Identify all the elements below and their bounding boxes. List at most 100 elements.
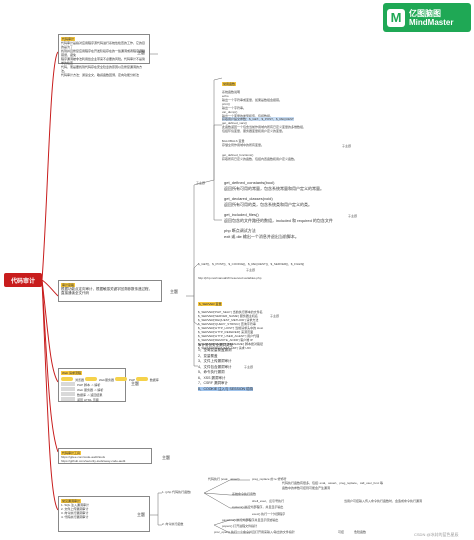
- vuln-list-item: 1、全局变量覆盖漏洞: [198, 348, 232, 352]
- topic-tools-label: 主题: [162, 455, 170, 460]
- root-node[interactable]: 代码审计: [4, 273, 42, 287]
- vuln-list-item: 3、文件上传漏洞审计: [198, 359, 232, 363]
- topic-thinking-line: 根据功能点定向审计，根据敏感关键字回溯参数传递过程，: [61, 287, 152, 291]
- functions-desc-line: 获取用户提交参数：$_GET、$_POST、$_REQUEST: [222, 117, 294, 121]
- bottom-row-sub: shell_exec、反引号执行: [252, 499, 285, 503]
- topic-thinking-line: 直接通读全文代码: [61, 291, 89, 295]
- topic-tools-link[interactable]: https://github.com/security-tools/seay-c…: [61, 459, 126, 463]
- topic-intro-line: 代码审计是指对应用程序源代码进行系统性检查的工作，它的目的是为了: [61, 41, 146, 49]
- bottom-note: 当用户可控输入传入命令执行函数时，会造成命令执行漏洞: [344, 499, 423, 503]
- functions-branch-label: 子主题: [196, 181, 206, 185]
- bottom-row: passthru() 执行外部程序并且显示原始输出: [222, 518, 279, 522]
- server-var: $_SERVER['HTTP_REFERER'] 来源页面: [198, 330, 254, 334]
- functions-big[interactable]: get_defined_constants(bool) 返回所有可用的常量，包含…: [224, 180, 354, 240]
- server-var: $_SERVER['REQUEST_METHOD'] 请求方法: [198, 318, 259, 322]
- functions-desc-line: $GLOBALS 变量: [222, 139, 245, 143]
- functions-desc-line: get_defined_functions(): [222, 153, 254, 157]
- line-root-intro: [41, 51, 59, 281]
- functions-big-label: 子主题: [348, 214, 358, 218]
- brand-name-en: MindMaster: [409, 17, 454, 27]
- bottom-row-sub: 可控: [338, 530, 345, 534]
- topic-intro-label: 主题: [137, 50, 145, 55]
- server-var: $_SERVER['HTTP_HOST'] 当前请求头中的 Host: [198, 326, 264, 330]
- topic-tools[interactable]: 代码审计工具 https://gitee.com/code-audit/tool…: [58, 448, 152, 464]
- list-superglobals-line: $_GET[]、$_POST[]、$_COOKIE[]、$_REQUEST[]、…: [198, 262, 305, 266]
- bottom-row: proc_open() 执行一个命令并且打开用来输入/输出的文件指针: [214, 530, 295, 534]
- list-superglobals-label: 子主题: [246, 268, 256, 272]
- functions-common-item: echo: [222, 94, 229, 98]
- topic-flow-row: 返回 HTML 页面: [61, 397, 123, 402]
- line-root-tools: [41, 279, 59, 453]
- topic-flow-label: 主题: [131, 381, 139, 386]
- flow-step: 浏览器: [75, 378, 85, 382]
- topic-flow-row: 数据库 -> 返回结果: [61, 392, 123, 397]
- functions-desc-line: 存储全局作用域中的所有变量。: [222, 143, 265, 147]
- topic-flow-row: PHP 脚本 -> 解析: [61, 382, 123, 387]
- list-doc-link-text[interactable]: http://php.net/manual/zh/reserved.variab…: [198, 276, 262, 280]
- functions-common[interactable]: 常用函数 系统函数说明 echo 输出一个字符串或变量，如果是数组会报错。 pr…: [222, 72, 342, 118]
- topic-tools-header: 代码审计工具: [61, 451, 82, 455]
- list-superglobals[interactable]: $_GET[]、$_POST[]、$_COOKIE[]、$_REQUEST[]、…: [198, 262, 305, 266]
- vuln-list-item: 2、变量覆盖: [198, 353, 218, 358]
- bottom-row: popen() 打开进程文件指针: [222, 524, 258, 528]
- server-var: $_SERVER['SCRIPT_FILENAME'] 脚本绝对路径: [198, 342, 263, 346]
- topic-intro-line: 找到并且修复应用程序在开发阶段存在的一些漏洞或者程序逻辑错误，避免: [61, 49, 146, 57]
- topic-vuln-line: 3. 命令执行漏洞审计: [61, 511, 89, 515]
- line-root-vuln: [41, 279, 59, 511]
- functions-big-line: get_declared_classes(void): [224, 196, 273, 201]
- topic-thinking-label: 主题: [170, 289, 178, 294]
- functions-common-item: var_dump(): [222, 110, 238, 114]
- functions-common-item: 输出一个字符串或变量，如果是数组会报错。: [222, 98, 283, 102]
- watermark: CSDN @冰封的蓝色星辰: [414, 532, 459, 537]
- functions-desc-line: 获取所有已定义的函数，包括内置函数和用户定义函数。: [222, 157, 298, 161]
- list-doc-link[interactable]: http://php.net/manual/zh/reserved.variab…: [198, 276, 298, 280]
- bottom-note: 危险函数: [354, 530, 367, 534]
- topic-flow-steps: 浏览器 Web服务器 PHP 数据库: [61, 377, 159, 382]
- topic-vuln-header: 常见漏洞审计: [61, 499, 82, 503]
- vuln-list-item: 6、XSS 漏洞审计: [198, 375, 226, 380]
- topic-vuln[interactable]: 常见漏洞审计 1. SQL 注入漏洞审计 2. 文件上传漏洞审计 3. 命令执行…: [58, 496, 150, 532]
- topic-vuln-label: 主题: [137, 512, 145, 517]
- line-root-thinking: [41, 279, 59, 297]
- bottom-node-code-exec[interactable]: 1. (php 代码执行函数): [162, 490, 192, 494]
- flow-step-chip: [84, 377, 97, 381]
- bottom-row-sub: preg_replace 的 /e 修饰符: [252, 477, 287, 481]
- functions-desc-line: 包括环境变量、服务器变量和用户定义的变量。: [222, 129, 286, 133]
- server-var: $_SERVER['HTTP_USER_AGENT'] 用户代理: [198, 334, 260, 338]
- functions-big-line: 返回所有可用的常量，包含系统常量和用户定义的常量。: [224, 186, 324, 191]
- bottom-node-cmd-exec[interactable]: 2. 命令执行函数: [162, 522, 184, 526]
- bottom-row-sub: exec() 执行一个外部程序: [252, 512, 286, 516]
- topic-tools-link[interactable]: https://gitee.com/code-audit/tools: [61, 455, 106, 459]
- vuln-list-item: 7、CSRF 漏洞审计: [198, 381, 228, 385]
- functions-extra-line: exit 或 die 输出一个消息并退出当前脚本。: [224, 234, 299, 239]
- server-var: $_SERVER['QUERY_STRING'] 查询字符串: [198, 322, 256, 326]
- topic-vuln-line: 1. SQL 注入漏洞审计: [61, 503, 90, 507]
- topic-intro-line: 代码，而是要找到代码存在安全隐患的原因以及修复漏洞的方法。: [61, 65, 143, 73]
- server-vars-header: $_SERVER 变量: [198, 302, 223, 306]
- vuln-list[interactable]: 审计常见安全漏洞类型 1、全局变量覆盖漏洞 2、变量覆盖 3、文件上传漏洞审计 …: [198, 343, 288, 392]
- mindmaster-logo-icon: M: [387, 8, 405, 27]
- flow-step: PHP: [128, 378, 135, 382]
- server-vars[interactable]: $_SERVER 变量 $_SERVER['PHP_SELF'] 当前执行脚本的…: [198, 292, 288, 350]
- brand-badge: M 亿图脑图 MindMaster: [383, 3, 471, 32]
- server-var: $_SERVER['REQUEST_URI'] 请求 URI: [198, 346, 251, 350]
- topic-intro-header: 代码审计: [61, 37, 76, 41]
- functions-desc[interactable]: 获取用户提交参数：$_GET、$_POST、$_REQUEST get_defi…: [222, 117, 332, 161]
- flow-step-chip: [114, 377, 127, 381]
- flow-step: 数据库: [149, 378, 159, 382]
- topic-flow-row: Web 服务器 -> 解析: [61, 387, 123, 392]
- topic-flow[interactable]: Web 请求流程 浏览器 Web服务器 PHP 数据库 PHP 脚本 -> 解析…: [58, 368, 159, 402]
- topic-thinking[interactable]: 审计思路 根据功能点定向审计，根据敏感关键字回溯参数传递过程， 直接通读全文代码: [58, 280, 162, 302]
- functions-common-header: 常用函数: [222, 82, 237, 86]
- server-vars-label: 子主题: [270, 314, 280, 318]
- bottom-row: 系统命令执行函数: [232, 492, 257, 496]
- server-var: $_SERVER['PHP_SELF'] 当前执行脚本的文件名: [198, 310, 263, 314]
- topic-intro[interactable]: 代码审计 代码审计是指对应用程序源代码进行系统性检查的工作，它的目的是为了 找到…: [58, 34, 150, 77]
- bottom-note: 函数中的参数可控则可能会产生漏洞: [282, 486, 331, 490]
- functions-big-line: get_included_files(): [224, 212, 259, 217]
- flow-step-chip: [61, 377, 73, 381]
- functions-common-item: 输出一个字符串。: [222, 106, 247, 110]
- topic-flow-header: Web 请求流程: [61, 371, 82, 375]
- bottom-row: 代码执行 (eval、assert): [208, 477, 240, 481]
- topic-vuln-line: 4. 代码执行漏洞审计: [61, 515, 89, 519]
